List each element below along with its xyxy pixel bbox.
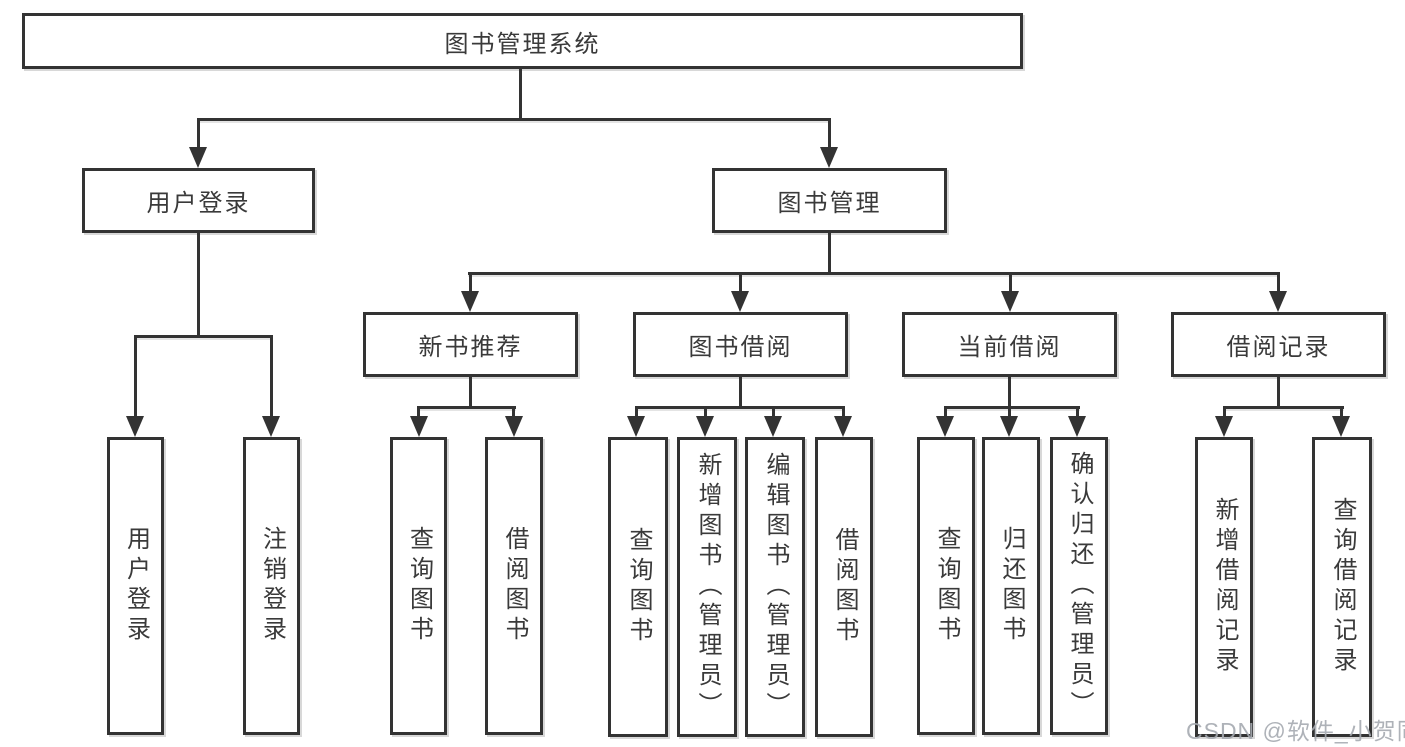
leaf-currentborrow-query-label: 查询图书 (933, 526, 960, 646)
arrow-down-icon (834, 416, 852, 437)
node-book-borrow-label: 图书借阅 (688, 334, 793, 361)
leaf-bookborrow-query: 查询图书 (608, 437, 668, 737)
connector-currentborrow-stem (1008, 377, 1011, 409)
leaf-bookborrow-borrow-label: 借阅图书 (831, 527, 858, 647)
arrow-down-icon (461, 291, 479, 312)
connector-newbooks-drop-1 (417, 406, 420, 419)
leaf-bookborrow-edit: 编辑图书（管理员） (745, 437, 805, 737)
node-current-borrow-label: 当前借阅 (957, 334, 1062, 361)
node-user-login: 用户登录 (82, 168, 315, 233)
connector-root-drop-left (197, 118, 200, 150)
connector-bookborrow-branch (635, 406, 845, 409)
arrow-down-icon (936, 416, 954, 437)
connector-currentborrow-drop-1 (944, 406, 947, 419)
arrow-down-icon (126, 416, 144, 437)
leaf-bookborrow-borrow: 借阅图书 (815, 437, 873, 737)
leaf-logout: 注销登录 (243, 437, 300, 735)
arrow-down-icon (627, 416, 645, 437)
arrow-down-icon (189, 147, 207, 168)
connector-borrowrecords-drop-2 (1340, 406, 1343, 419)
node-book-mgmt-label: 图书管理 (777, 190, 882, 217)
connector-bookmgmt-drop-4 (1277, 272, 1280, 294)
arrow-down-icon (820, 147, 838, 168)
arrow-down-icon (731, 291, 749, 312)
node-new-books-label: 新书推荐 (418, 334, 523, 361)
connector-newbooks-stem (469, 377, 472, 409)
connector-root-stem (519, 68, 522, 120)
leaf-bookborrow-add: 新增图书（管理员） (677, 437, 737, 737)
node-user-login-label: 用户登录 (146, 190, 251, 217)
node-new-books: 新书推荐 (363, 312, 578, 377)
arrow-down-icon (696, 416, 714, 437)
arrow-down-icon (1000, 416, 1018, 437)
leaf-newbooks-borrow: 借阅图书 (485, 437, 543, 735)
node-book-mgmt: 图书管理 (712, 168, 947, 233)
connector-userlogin-stem (197, 232, 200, 338)
leaf-currentborrow-query: 查询图书 (917, 437, 975, 735)
leaf-records-query: 查询借阅记录 (1312, 437, 1372, 737)
arrow-down-icon (1269, 291, 1287, 312)
leaf-bookborrow-add-label: 新增图书（管理员） (694, 452, 721, 722)
connector-userlogin-branch (134, 335, 273, 338)
leaf-bookborrow-query-label: 查询图书 (625, 527, 652, 647)
connector-bookmgmt-drop-1 (469, 272, 472, 294)
connector-bookborrow-drop-2 (704, 406, 707, 419)
arrow-down-icon (1068, 416, 1086, 437)
connector-currentborrow-branch (944, 406, 1080, 409)
connector-bookmgmt-drop-2 (739, 272, 742, 294)
leaf-newbooks-query: 查询图书 (390, 437, 447, 735)
leaf-records-add-label: 新增借阅记录 (1211, 497, 1238, 677)
leaf-currentborrow-return: 归还图书 (982, 437, 1040, 735)
arrow-down-icon (1001, 291, 1019, 312)
connector-bookborrow-drop-4 (842, 406, 845, 419)
connector-borrowrecords-branch (1223, 406, 1344, 409)
connector-bookmgmt-stem (828, 233, 831, 275)
leaf-records-query-label: 查询借阅记录 (1329, 497, 1356, 677)
node-root: 图书管理系统 (22, 13, 1023, 69)
leaf-newbooks-borrow-label: 借阅图书 (501, 526, 528, 646)
node-borrow-records-label: 借阅记录 (1226, 334, 1331, 361)
connector-currentborrow-drop-2 (1008, 406, 1011, 419)
connector-userlogin-drop-2 (270, 335, 273, 419)
leaf-currentborrow-confirm: 确认归还（管理员） (1050, 437, 1108, 735)
node-borrow-records: 借阅记录 (1171, 312, 1386, 377)
connector-userlogin-drop-1 (134, 335, 137, 419)
node-root-label: 图书管理系统 (444, 30, 601, 58)
connector-bookborrow-drop-3 (772, 406, 775, 419)
csdn-watermark: CSDN @软件_小贺同学 (1186, 718, 1405, 744)
arrow-down-icon (410, 416, 428, 437)
arrow-down-icon (1215, 416, 1233, 437)
leaf-user-login: 用户登录 (107, 437, 164, 735)
connector-newbooks-branch (417, 406, 516, 409)
connector-root-drop-right (828, 118, 831, 150)
connector-borrowrecords-stem (1277, 377, 1280, 409)
arrow-down-icon (262, 416, 280, 437)
connector-bookborrow-drop-1 (635, 406, 638, 419)
connector-bookborrow-stem (739, 377, 742, 409)
arrow-down-icon (764, 416, 782, 437)
connector-currentborrow-drop-3 (1076, 406, 1079, 419)
connector-newbooks-drop-2 (512, 406, 515, 419)
leaf-user-login-label: 用户登录 (122, 526, 150, 646)
node-current-borrow: 当前借阅 (902, 312, 1117, 377)
leaf-currentborrow-confirm-label: 确认归还（管理员） (1066, 451, 1093, 721)
leaf-currentborrow-return-label: 归还图书 (998, 526, 1025, 646)
leaf-bookborrow-edit-label: 编辑图书（管理员） (762, 452, 789, 722)
connector-bookmgmt-drop-3 (1009, 272, 1012, 294)
connector-bookmgmt-branch (468, 272, 1280, 275)
node-book-borrow: 图书借阅 (633, 312, 848, 377)
arrow-down-icon (505, 416, 523, 437)
connector-root-branch (197, 118, 831, 121)
leaf-newbooks-query-label: 查询图书 (405, 526, 433, 646)
leaf-logout-label: 注销登录 (258, 526, 286, 646)
leaf-records-add: 新增借阅记录 (1195, 437, 1253, 737)
arrow-down-icon (1332, 416, 1350, 437)
connector-borrowrecords-drop-1 (1223, 406, 1226, 419)
